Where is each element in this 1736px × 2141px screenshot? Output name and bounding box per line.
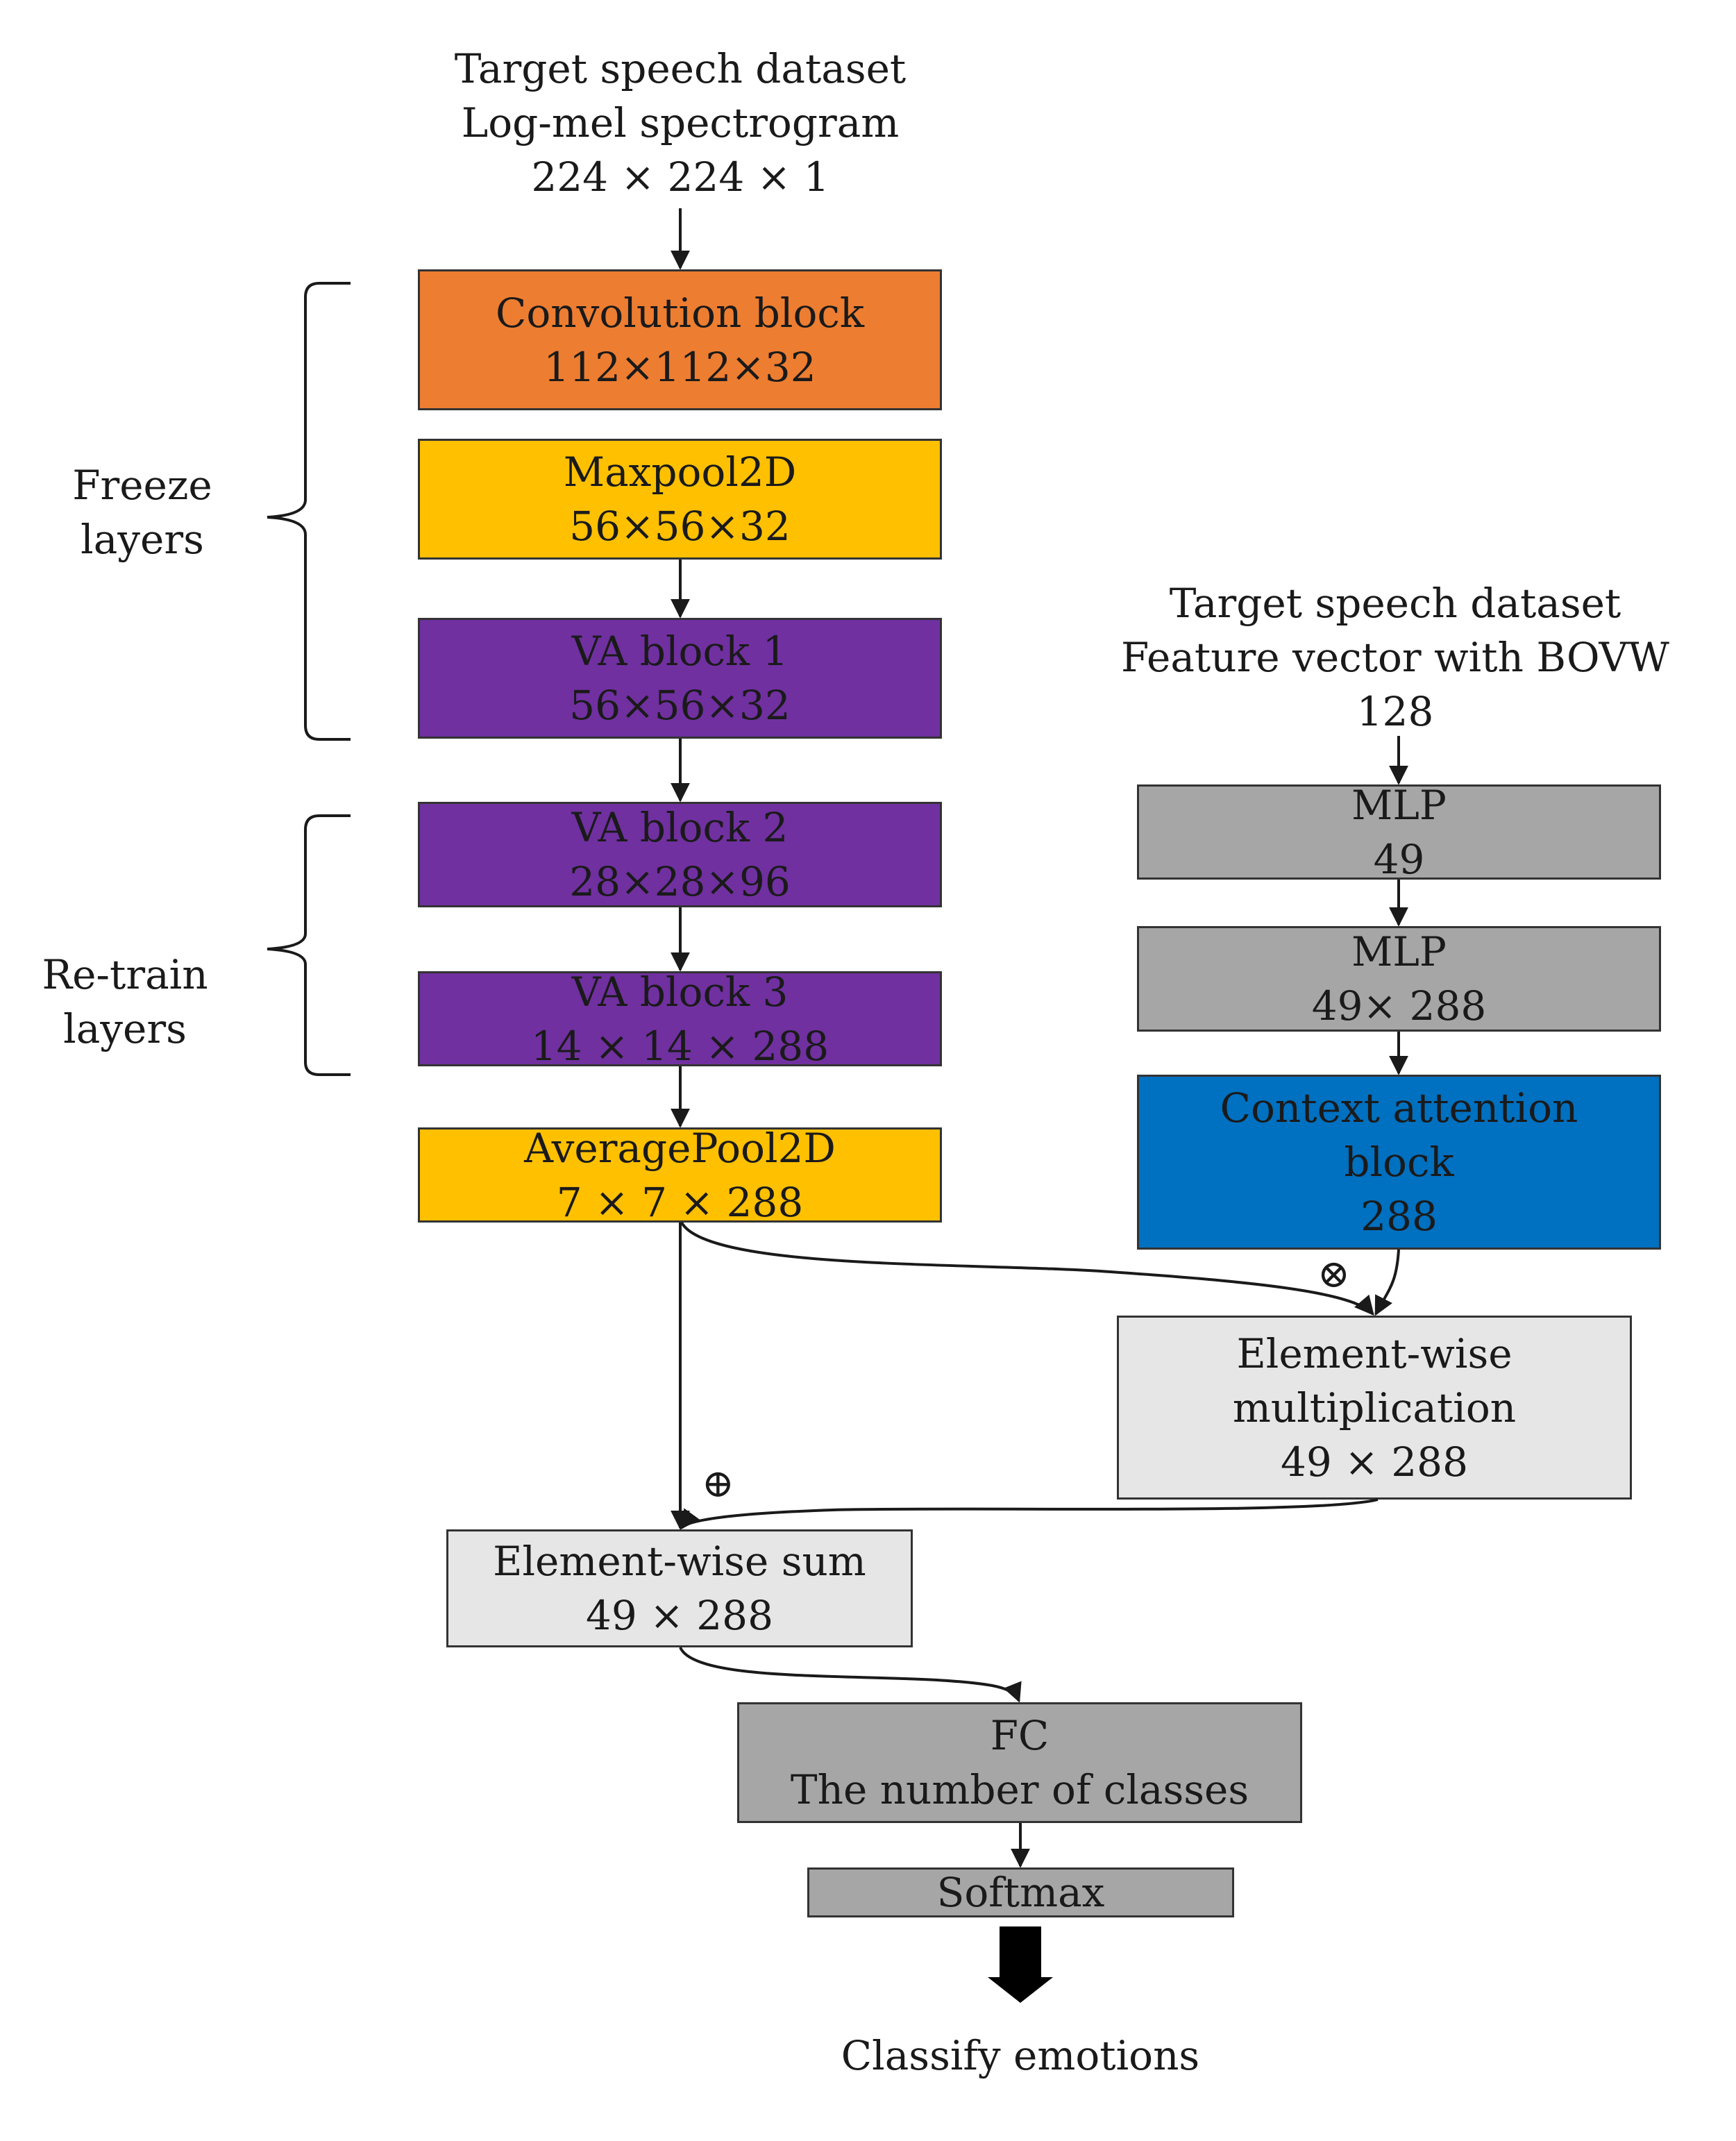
input-shape: 224 × 224 × 1 (531, 153, 829, 201)
input-label-bovw: Target speech dataset Feature vector wit… (1111, 576, 1680, 739)
context-shape: 288 (1360, 1193, 1438, 1240)
averagepool2d-block: AveragePool2D 7 × 7 × 288 (418, 1125, 942, 1226)
freeze-label-line1: Freeze (72, 462, 212, 509)
mlp-block-2: MLP 49× 288 (1137, 926, 1661, 1032)
retrain-brace (267, 814, 351, 1076)
avgpool-title: AveragePool2D (524, 1124, 836, 1172)
avgpool-shape: 7 × 7 × 288 (556, 1178, 804, 1226)
va3-title: VA block 3 (571, 968, 789, 1016)
va1-title: VA block 1 (571, 628, 789, 675)
va-block-3: VA block 3 14 × 14 × 288 (418, 968, 942, 1070)
retrain-label-line2: layers (63, 1005, 187, 1052)
conv-shape: 112×112×32 (543, 343, 816, 391)
multiply-operator: ⊗ (1317, 1252, 1350, 1297)
va2-title: VA block 2 (571, 804, 789, 851)
arrow-avgpool-to-mult (680, 1221, 1374, 1316)
freeze-label-line2: layers (81, 516, 204, 563)
mlp-block-1: MLP 49 (1137, 782, 1661, 883)
va3-shape: 14 × 14 × 288 (530, 1022, 829, 1070)
element-wise-multiplication-block: Element-wise multiplication 49 × 288 (1117, 1316, 1632, 1500)
mult-shape: 49 × 288 (1281, 1438, 1468, 1486)
sum-title: Element-wise sum (493, 1538, 866, 1585)
freeze-layers-label: Freeze layers (42, 458, 243, 566)
va-block-1: VA block 1 56×56×32 (418, 618, 942, 739)
output-label: Classify emotions (841, 2032, 1200, 2079)
mult-title: Element-wise (1236, 1329, 1512, 1377)
maxpool-title: Maxpool2D (563, 448, 797, 496)
bovw-input-shape: 128 (1356, 688, 1434, 735)
mlp2-title: MLP (1351, 928, 1447, 975)
mlp1-shape: 49 (1373, 835, 1425, 883)
context-attention-block: Context attention block 288 (1137, 1075, 1661, 1250)
maxpool-shape: 56×56×32 (569, 503, 791, 550)
va-block-2: VA block 2 28×28×96 (418, 802, 942, 907)
context-title-2: block (1344, 1139, 1454, 1186)
maxpool2d-block: Maxpool2D 56×56×32 (418, 439, 942, 560)
fc-block: FC The number of classes (737, 1702, 1302, 1823)
fc-desc: The number of classes (790, 1766, 1249, 1813)
freeze-brace (267, 282, 351, 741)
bovw-input-title: Target speech dataset (1169, 580, 1621, 627)
softmax-block: Softmax (807, 1867, 1234, 1917)
input-feature: Log-mel spectrogram (461, 99, 900, 146)
arrow-mult-to-sum (680, 1498, 1379, 1530)
mlp1-title: MLP (1351, 781, 1447, 829)
va1-shape: 56×56×32 (569, 682, 791, 729)
bovw-input-feature: Feature vector with BOVW (1120, 634, 1670, 681)
output-arrow (988, 1926, 1053, 2003)
add-operator: ⊕ (702, 1461, 734, 1506)
conv-title: Convolution block (495, 289, 865, 337)
retrain-layers-label: Re-train layers (21, 948, 229, 1056)
retrain-label-line1: Re-train (42, 951, 208, 998)
input-title: Target speech dataset (454, 45, 907, 92)
element-wise-sum-block: Element-wise sum 49 × 288 (446, 1529, 913, 1647)
arrow-sum-to-fc (679, 1647, 1022, 1703)
fc-title: FC (990, 1712, 1050, 1759)
input-label-spectrogram: Target speech dataset Log-mel spectrogra… (416, 42, 944, 204)
convolution-block: Convolution block 112×112×32 (418, 269, 942, 410)
context-title: Context attention (1220, 1084, 1578, 1132)
softmax-title: Softmax (936, 1869, 1105, 1916)
sum-shape: 49 × 288 (586, 1592, 773, 1639)
va2-shape: 28×28×96 (569, 858, 791, 905)
mult-title-2: multiplication (1232, 1384, 1517, 1431)
mlp2-shape: 49× 288 (1311, 982, 1487, 1030)
arrow-context-to-mult (1374, 1249, 1400, 1316)
